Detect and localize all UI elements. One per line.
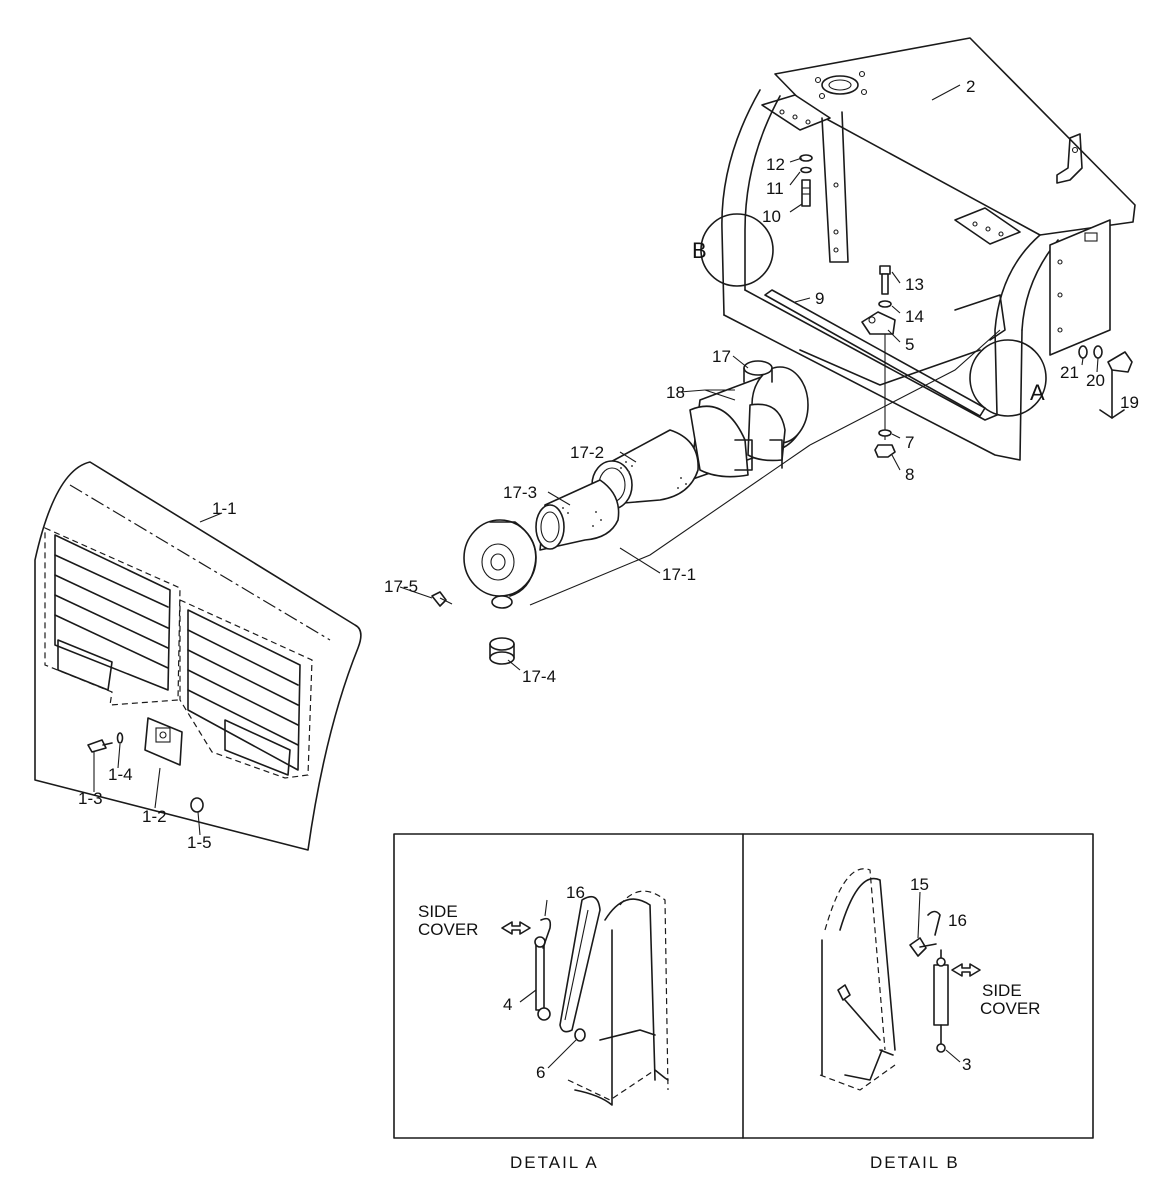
detail-a-caption: DETAIL A: [510, 1153, 599, 1172]
front-door: [34, 461, 362, 851]
leader-lines: [93, 84, 1099, 836]
label-detail-b-marker: B: [692, 238, 707, 263]
label-part-1-1: 1-1: [212, 499, 237, 518]
label-part-17-5: 17-5: [384, 577, 418, 596]
label-part-10: 10: [762, 207, 781, 226]
label-part-18: 18: [666, 383, 685, 402]
frame-hardware: [799, 154, 1133, 458]
label-part-7: 7: [905, 433, 914, 452]
detail-b-cover-text: COVER: [980, 999, 1040, 1018]
part-labels: 2 12 11 10 B 13 9 14 5 17 18 21 20 19 A …: [78, 77, 1139, 852]
label-part-14: 14: [905, 307, 924, 326]
label-part-1-3: 1-3: [78, 789, 103, 808]
detail-a-label-16: 16: [566, 883, 585, 902]
detail-a-labels: 16 SIDE COVER 4 6 DETAIL A: [418, 883, 599, 1172]
label-part-12: 12: [766, 155, 785, 174]
detail-b-side-text: SIDE: [982, 981, 1022, 1000]
label-part-5: 5: [905, 335, 914, 354]
label-part-20: 20: [1086, 371, 1105, 390]
detail-a-label-6: 6: [536, 1063, 545, 1082]
label-part-2: 2: [966, 77, 975, 96]
detail-b-labels: 15 16 SIDE COVER 3 DETAIL B: [870, 875, 1040, 1172]
label-part-9: 9: [815, 289, 824, 308]
detail-b-label-3: 3: [962, 1055, 971, 1074]
label-part-19: 19: [1120, 393, 1139, 412]
label-part-17-2: 17-2: [570, 443, 604, 462]
label-part-11: 11: [766, 179, 784, 198]
label-detail-a-marker: A: [1030, 380, 1045, 405]
label-part-21: 21: [1060, 363, 1079, 382]
label-part-17: 17: [712, 347, 731, 366]
label-part-1-4: 1-4: [108, 765, 133, 784]
detail-a-side-text: SIDE: [418, 902, 458, 921]
support-frame: [721, 37, 1136, 461]
detail-a-cover-text: COVER: [418, 920, 478, 939]
label-part-1-5: 1-5: [187, 833, 212, 852]
label-part-17-4: 17-4: [522, 667, 556, 686]
detail-b-caption: DETAIL B: [870, 1153, 960, 1172]
detail-b-label-15: 15: [910, 875, 929, 894]
label-part-8: 8: [905, 465, 914, 484]
detail-b-label-16: 16: [948, 911, 967, 930]
label-part-13: 13: [905, 275, 924, 294]
label-part-17-1: 17-1: [662, 565, 696, 584]
label-part-17-3: 17-3: [503, 483, 537, 502]
detail-panels: [393, 833, 1094, 1139]
detail-a-label-4: 4: [503, 995, 512, 1014]
detail-a-marker: [969, 339, 1047, 417]
label-part-1-2: 1-2: [142, 807, 167, 826]
detail-b-marker: [700, 213, 774, 287]
air-cleaner-assembly: [431, 360, 809, 665]
